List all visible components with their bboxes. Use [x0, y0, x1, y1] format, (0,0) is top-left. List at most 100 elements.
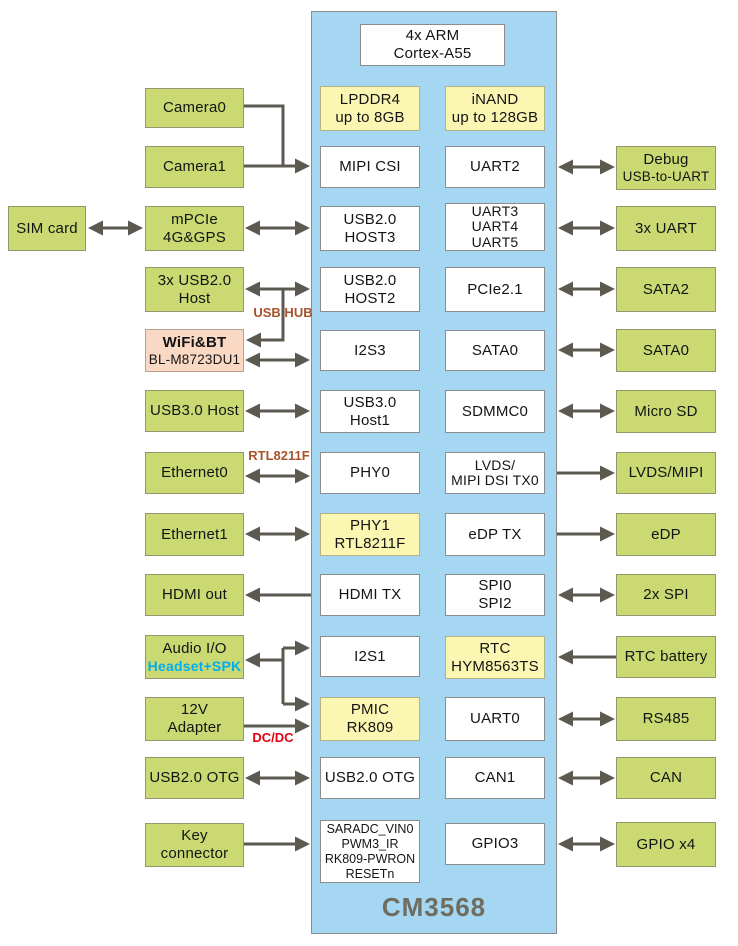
- sdmmc-to-microsd-head: [600, 403, 615, 419]
- sdmmc0-block: SDMMC0: [445, 390, 545, 433]
- uart2-block: UART2: [445, 146, 545, 188]
- pcie-to-sata2-head: [558, 281, 573, 297]
- module-title: CM3568: [381, 892, 487, 922]
- uart0-to-rs485-head: [600, 711, 615, 727]
- ethernet0-block: Ethernet0: [145, 452, 244, 494]
- 12v-to-pmic-head: [295, 718, 310, 734]
- can-ext-block: CAN: [616, 757, 716, 799]
- camera0-block: Camera0: [145, 88, 244, 128]
- sata0-ext-block: SATA0: [616, 329, 716, 372]
- rtcbatt-to-rtc-head: [558, 649, 573, 665]
- sata0-int-block: SATA0: [445, 330, 545, 371]
- hdmi-tx-block: HDMI TX: [320, 574, 420, 616]
- edp-ext-block: eDP: [616, 513, 716, 556]
- eth1-to-phy1-head: [295, 526, 310, 542]
- can-link-head: [558, 770, 573, 786]
- uart-3x-block: 3x UART: [616, 206, 716, 251]
- audio-to-pmic-head: [295, 696, 310, 712]
- usbhost-to-host2-head: [245, 281, 260, 297]
- camera1-block: Camera1: [145, 146, 244, 188]
- pcie-to-sata2-head: [600, 281, 615, 297]
- eth0-to-phy0-head: [295, 468, 310, 484]
- dcdc-label: DC/DC: [252, 730, 294, 745]
- mpcie-to-host3-head: [295, 220, 310, 236]
- uart2-to-debug-head: [558, 159, 573, 175]
- lvds-tx-block: LVDS/MIPI DSI TX0: [445, 452, 545, 494]
- hdmi-out-block: HDMI out: [145, 574, 244, 616]
- wifibt-to-i2s3-head: [295, 352, 310, 368]
- mpcie-to-host3-head: [245, 220, 260, 236]
- micro-sd-block: Micro SD: [616, 390, 716, 433]
- lvds-to-out-head: [600, 465, 615, 481]
- spi-2x-block: 2x SPI: [616, 574, 716, 616]
- pcie21-block: PCIe2.1: [445, 267, 545, 312]
- can1-block: CAN1: [445, 757, 545, 799]
- rtc-battery-block: RTC battery: [616, 636, 716, 678]
- i2s1-block: I2S1: [320, 636, 420, 677]
- usbhost-to-host2-head: [295, 281, 310, 297]
- gpio3-block: GPIO3: [445, 823, 545, 865]
- phy0-block: PHY0: [320, 452, 420, 494]
- sim-to-mpcie-head: [128, 220, 143, 236]
- mipi-csi-block: MIPI CSI: [320, 146, 420, 188]
- gpio-link-head: [558, 836, 573, 852]
- sata0-link-head: [558, 342, 573, 358]
- uart0-block: UART0: [445, 697, 545, 741]
- usb3-host-ext-block: USB3.0 Host: [145, 390, 244, 432]
- key-to-saradc-head: [295, 836, 310, 852]
- uart345-to-3xuart-head: [600, 220, 615, 236]
- gpio-link-head: [600, 836, 615, 852]
- gpio-x4-block: GPIO x4: [616, 822, 716, 867]
- can-link-head: [600, 770, 615, 786]
- wifibt-to-i2s3-head: [245, 352, 260, 368]
- edp-tx-block: eDP TX: [445, 513, 545, 556]
- hdmitx-to-out-head: [245, 587, 260, 603]
- usb2-otg-ext-block: USB2.0 OTG: [145, 757, 244, 799]
- otg-link-head: [295, 770, 310, 786]
- usb2-otg-int-block: USB2.0 OTG: [320, 757, 420, 799]
- eth0-to-phy0-head: [245, 468, 260, 484]
- otg-link-head: [245, 770, 260, 786]
- lvds-mipi-ext-block: LVDS/MIPI: [616, 452, 716, 494]
- rtl8211f-label: RTL8211F: [248, 448, 310, 463]
- usb-hub-label: USB HUB: [253, 305, 313, 320]
- rs485-block: RS485: [616, 697, 716, 741]
- sim-to-mpcie-head: [88, 220, 103, 236]
- ethernet1-block: Ethernet1: [145, 513, 244, 556]
- spi-link-head: [558, 587, 573, 603]
- usb3-to-host1-head: [245, 403, 260, 419]
- sata0-link-head: [600, 342, 615, 358]
- usb3-to-host1-head: [295, 403, 310, 419]
- usb-hub-branch-head: [246, 332, 261, 348]
- sim-card-block: SIM card: [8, 206, 86, 251]
- audio-left-arrow-head: [245, 652, 260, 668]
- i2s3-block: I2S3: [320, 330, 420, 371]
- uart345-to-3xuart-head: [558, 220, 573, 236]
- camera0-elbow: [244, 104, 285, 166]
- eth1-to-phy1-head: [245, 526, 260, 542]
- uart0-to-rs485-head: [558, 711, 573, 727]
- camera-to-mipicsi-head: [295, 158, 310, 174]
